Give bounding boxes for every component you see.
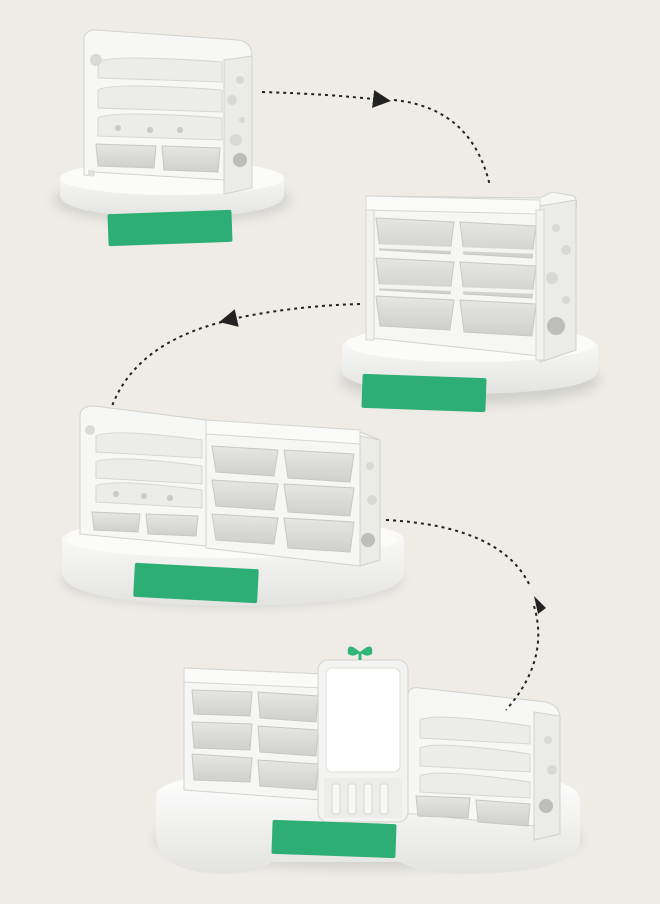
combo-bookshelf [79,405,207,547]
step-3-combo [62,405,404,606]
arrow-2-curve [111,321,223,407]
arrow-1-right [261,90,391,108]
bookshelf-cabinet [83,29,253,195]
step-1-bookshelf [54,29,290,247]
step-1-label-badge [107,209,233,247]
step-2-label-badge [361,373,487,413]
set-organizer [183,667,323,801]
arrow-2-left [219,303,361,327]
arrow-1-curve [393,99,491,187]
arrow-4-curve [505,605,540,711]
combo-organizer [205,419,381,567]
step-3-label-badge [133,562,259,604]
set-easel-whiteboard [317,646,409,823]
flow-arrows [111,90,540,711]
step-2-toy-organizer [340,191,600,413]
step-4-full-set [154,646,582,874]
arrow-3-head-icon [534,596,546,614]
set-bookshelf [407,687,561,841]
organizer-cabinet [365,191,578,363]
step-4-label-badge [271,819,397,859]
